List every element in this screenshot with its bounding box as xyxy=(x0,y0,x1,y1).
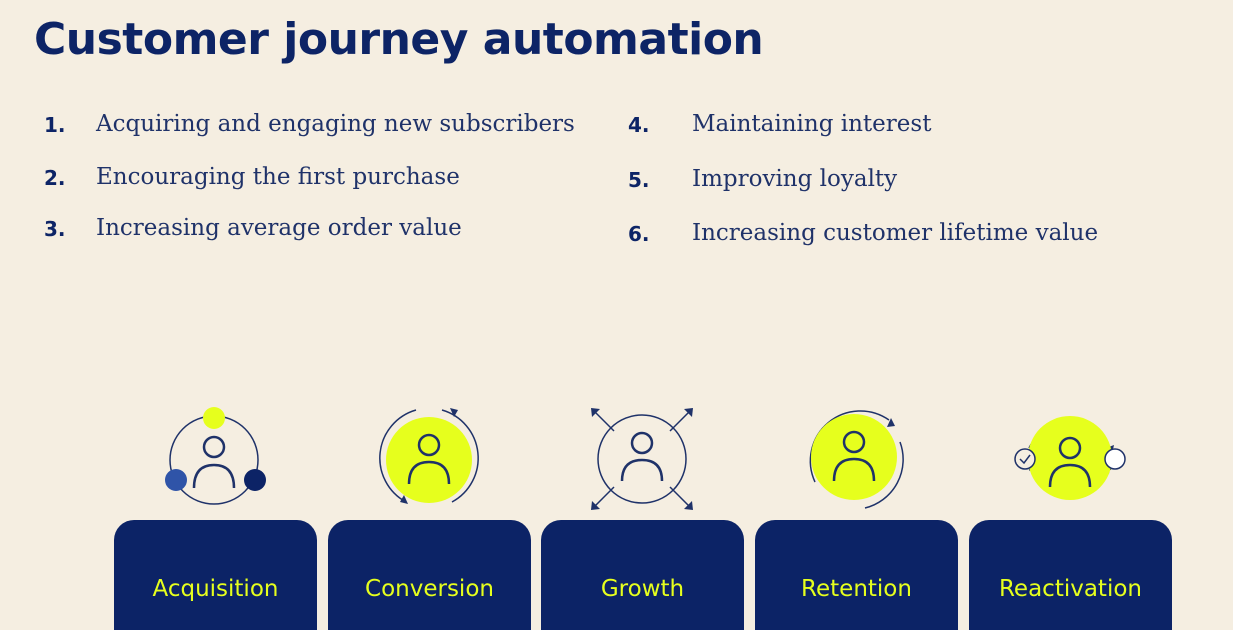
user-cycle-icon xyxy=(328,398,531,516)
list-text: Encouraging the first purchase xyxy=(96,164,460,190)
stage-card: Growth xyxy=(541,520,744,630)
stage-conversion: Conversion xyxy=(328,398,531,630)
stage-growth: Growth xyxy=(541,398,744,630)
list-number: 1. xyxy=(44,113,66,137)
stage-label: Acquisition xyxy=(152,576,279,602)
stage-label: Conversion xyxy=(365,576,494,602)
list-number: 6. xyxy=(628,222,650,246)
list-text: Improving loyalty xyxy=(692,166,898,192)
list-number: 4. xyxy=(628,113,650,137)
list-number: 5. xyxy=(628,168,650,192)
page-title: Customer journey automation xyxy=(34,14,764,65)
stage-card: Acquisition xyxy=(114,520,317,630)
list-number: 2. xyxy=(44,166,66,190)
journey-stages: Acquisition Conversion xyxy=(114,398,1172,630)
user-reactivate-icon xyxy=(969,398,1172,516)
stage-card: Conversion xyxy=(328,520,531,630)
stage-retention: Retention xyxy=(755,398,958,630)
user-network-icon xyxy=(114,398,317,516)
user-expand-icon xyxy=(541,398,744,516)
list-text: Maintaining interest xyxy=(692,111,932,137)
stage-label: Retention xyxy=(801,576,912,602)
stage-label: Reactivation xyxy=(998,576,1142,602)
stage-acquisition: Acquisition xyxy=(114,398,317,630)
user-refresh-icon xyxy=(755,398,958,516)
list-text: Increasing average order value xyxy=(96,215,462,241)
stage-card: Retention xyxy=(755,520,958,630)
list-text: Acquiring and engaging new subscribers xyxy=(96,111,575,137)
list-number: 3. xyxy=(44,217,66,241)
stage-reactivation: Reactivation xyxy=(969,398,1172,630)
stage-label: Growth xyxy=(600,576,685,602)
list-text: Increasing customer lifetime value xyxy=(692,220,1099,246)
stage-card: Reactivation xyxy=(969,520,1172,630)
